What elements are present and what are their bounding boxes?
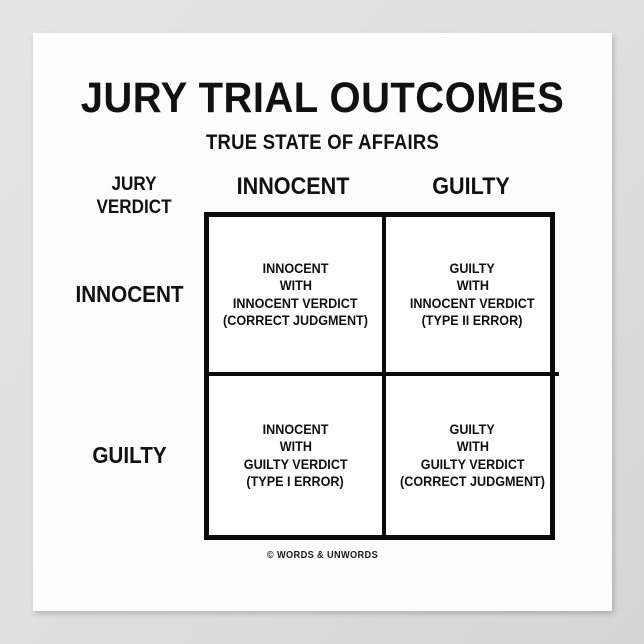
cell-line: GUILTY VERDICT [420,455,525,472]
poster-sheet: JURY TRIAL OUTCOMES TRUE STATE OF AFFAIR… [33,33,612,611]
column-header-innocent: INNOCENT [236,173,350,200]
copyright-credit: © WORDS & UNWORDS [266,550,379,561]
poster-subtitle: TRUE STATE OF AFFAIRS [205,131,440,154]
cell-line: GUILTY [449,259,496,276]
page-title: JURY TRIAL OUTCOMES [80,74,565,122]
cell-line: INNOCENT VERDICT [410,294,535,311]
cell-line: (CORRECT JUDGMENT) [400,473,545,489]
matrix-cell-top-right: GUILTY WITH INNOCENT VERDICT (TYPE II ER… [386,217,559,376]
cell-line: WITH [279,277,312,293]
cell-line: INNOCENT [262,420,329,437]
outcome-matrix: INNOCENT WITH INNOCENT VERDICT (CORRECT … [204,212,559,540]
matrix-cell-top-left: INNOCENT WITH INNOCENT VERDICT (CORRECT … [209,217,386,376]
row-header-guilty: GUILTY [92,442,167,468]
cell-line: (CORRECT JUDGMENT) [223,312,368,328]
cell-line: (TYPE II ERROR) [422,312,523,328]
cell-line: (TYPE I ERROR) [246,473,345,489]
row-axis-label-line2: VERDICT [96,197,172,218]
cell-line: GUILTY VERDICT [243,455,348,472]
cell-line: INNOCENT VERDICT [233,294,358,311]
cell-line: WITH [456,438,489,454]
cell-line: GUILTY [449,420,496,437]
row-axis-label-line1: JURY [111,174,157,195]
cell-line: WITH [279,438,312,454]
row-header-innocent: INNOCENT [75,281,184,307]
matrix-cell-bottom-right: GUILTY WITH GUILTY VERDICT (CORRECT JUDG… [386,376,559,535]
row-axis-label: JURY VERDICT [72,173,196,219]
cell-line: INNOCENT [262,259,329,276]
cell-line: WITH [456,277,489,293]
column-header-guilty: GUILTY [432,173,510,200]
matrix-cell-bottom-left: INNOCENT WITH GUILTY VERDICT (TYPE I ERR… [209,376,386,535]
